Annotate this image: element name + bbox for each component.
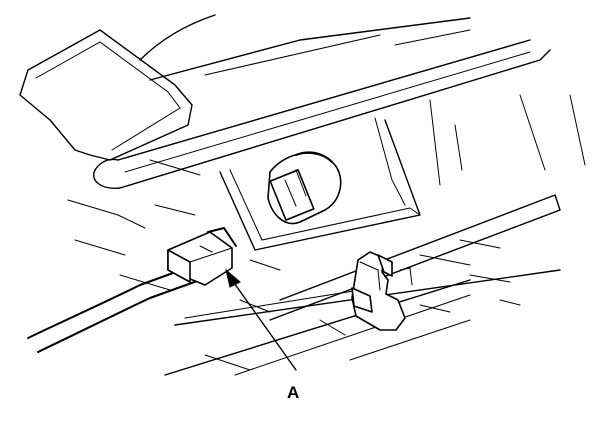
hatch-lines [67, 199, 521, 371]
wire-harness [27, 264, 201, 353]
callout-label-a: A [287, 383, 299, 402]
socket [267, 151, 342, 225]
sun-visor [19, 29, 193, 161]
headliner-edge [139, 14, 471, 81]
callout-leader-a [225, 268, 297, 371]
dash-structure [429, 94, 586, 186]
connector-a [167, 227, 237, 286]
trim-panel [93, 39, 551, 189]
connector-housing [219, 117, 421, 251]
harness-clip [351, 251, 413, 331]
